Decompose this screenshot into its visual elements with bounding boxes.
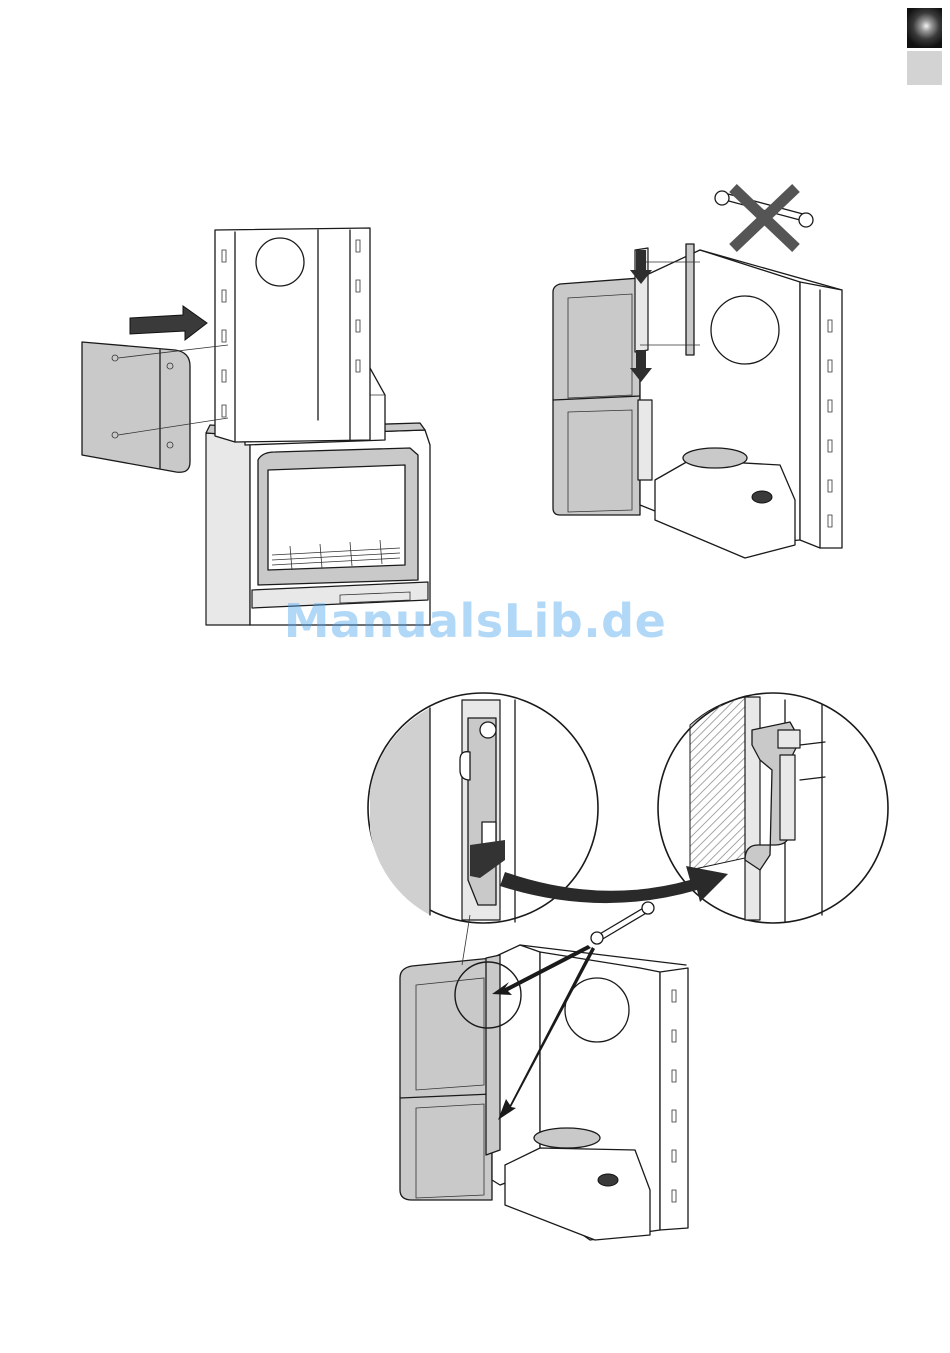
watermark-text: ManualsLib.de <box>0 594 950 648</box>
push-arrow-icon <box>130 306 207 340</box>
mounting-strip <box>686 244 694 355</box>
figure-1-side-panel-mounting <box>82 228 430 625</box>
vertical-bracket <box>486 955 500 1155</box>
flue-collar-3 <box>534 1128 600 1148</box>
side-cover-panel <box>82 342 190 472</box>
figure-3-tightening-detail <box>368 693 888 1240</box>
side-frame-right <box>800 282 842 548</box>
flue-opening-2 <box>711 296 779 364</box>
bracket-detail <box>468 718 496 905</box>
figure-2-panel-attach <box>553 188 842 558</box>
wrench-icon <box>591 902 654 944</box>
flue-collar-2 <box>683 448 747 468</box>
flue-opening <box>256 238 304 286</box>
wrench-crossed-icon <box>715 188 813 248</box>
flue-opening-3 <box>565 978 629 1042</box>
side-frame-right-2 <box>660 968 688 1230</box>
front-panel-lower <box>400 958 492 1200</box>
section-hatch <box>690 697 745 870</box>
